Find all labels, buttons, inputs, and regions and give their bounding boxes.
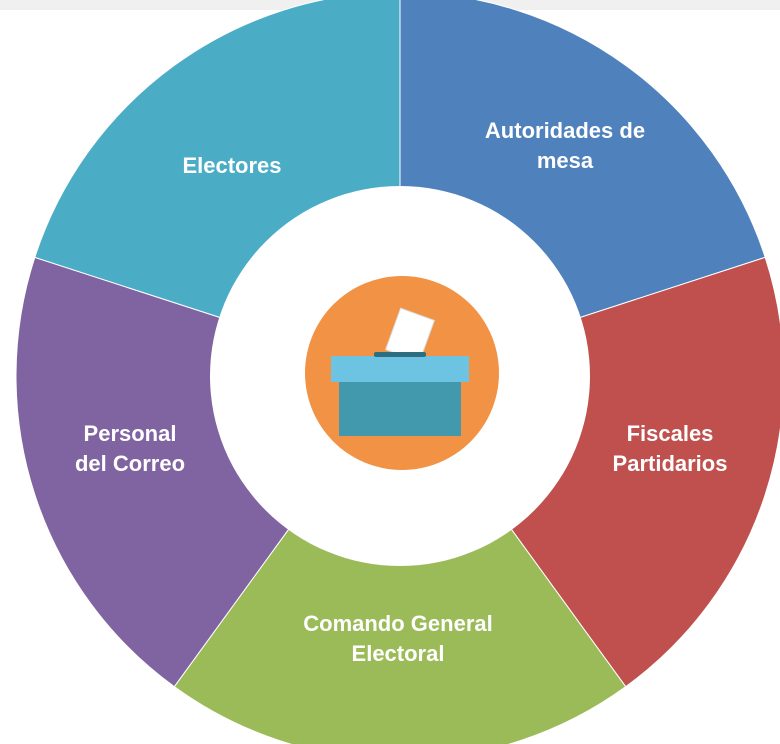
segment-label-electores-line-1: Electores (182, 153, 281, 178)
segment-label-personal-line-1: Personal (84, 421, 177, 446)
box-lid (331, 356, 469, 382)
segment-label-personal-line-2: del Correo (75, 451, 185, 476)
ballot-box-icon (305, 276, 499, 470)
box-slot (374, 352, 426, 357)
segment-labels: Autoridades de mesaFiscalesPartidariosCom… (75, 118, 727, 666)
box-body (339, 378, 461, 436)
segment-label-autoridades-line-1: Autoridades de (485, 118, 645, 143)
segment-label-autoridades-line-2: mesa (537, 148, 594, 173)
wheel-segments (15, 0, 780, 744)
segment-label-fiscales-line-2: Partidarios (613, 451, 728, 476)
segment-label-comando-line-2: Electoral (352, 641, 445, 666)
segment-label-fiscales-line-1: Fiscales (627, 421, 714, 446)
segment-label-comando-line-1: Comando General (303, 611, 492, 636)
